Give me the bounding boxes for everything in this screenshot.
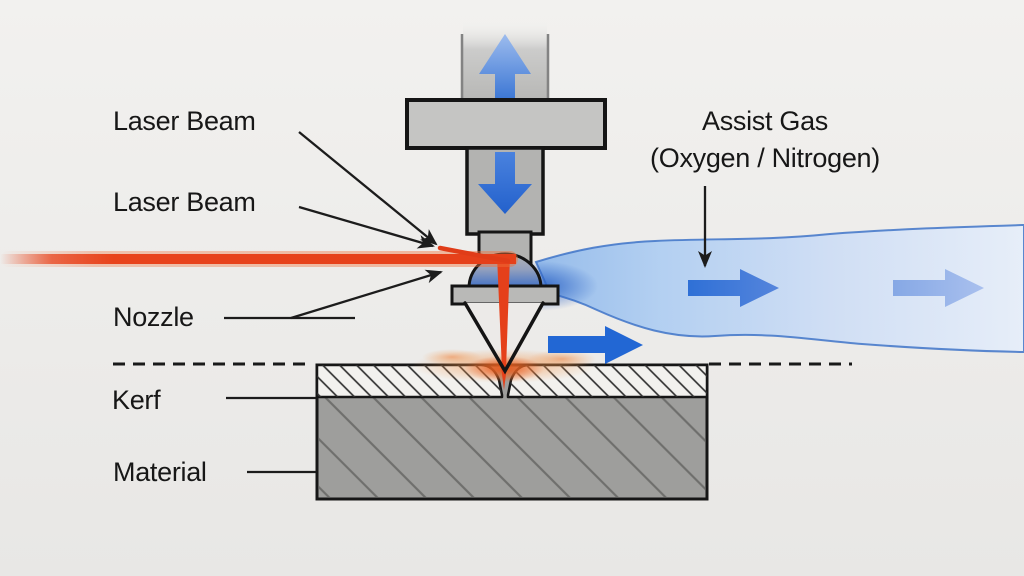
gas-flow-arrow-icon	[548, 326, 643, 364]
leader-lines	[224, 131, 712, 474]
label-laser-beam-upper: Laser Beam	[113, 106, 256, 136]
label-laser-beam-lower: Laser Beam	[113, 187, 256, 217]
laser-beam-horizontal	[0, 245, 518, 267]
gas-flow-arrow-icon	[688, 269, 779, 307]
pointer-arrow-icon	[298, 205, 435, 249]
pointer-arrow-icon	[290, 269, 443, 320]
up-arrow-icon	[479, 34, 531, 100]
gas-flow-arrow-icon	[893, 269, 984, 307]
label-nozzle: Nozzle	[113, 302, 194, 332]
laser-head-crossbar	[405, 98, 607, 150]
label-assist-gas: Assist Gas (Oxygen / Nitrogen)	[600, 103, 930, 177]
label-assist-gas-line1: Assist Gas	[701, 106, 829, 136]
label-material: Material	[113, 457, 207, 487]
focus-cone-outline	[463, 301, 545, 375]
down-arrow-icon	[478, 152, 532, 214]
pointer-arrow-icon	[298, 131, 438, 246]
label-kerf: Kerf	[112, 385, 161, 415]
assist-gas-flow	[534, 223, 1024, 354]
label-assist-gas-line2: (Oxygen / Nitrogen)	[650, 143, 880, 173]
